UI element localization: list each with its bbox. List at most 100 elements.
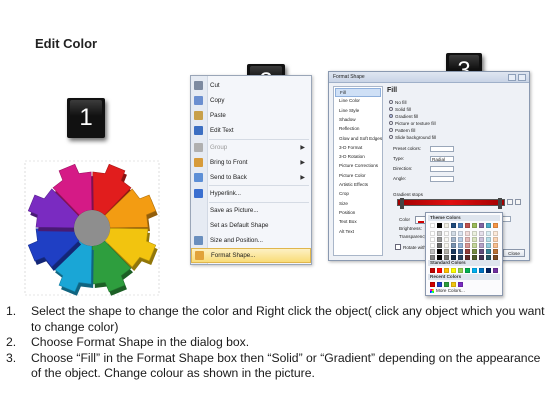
category-fill[interactable]: Fill: [335, 88, 381, 97]
category-text-box[interactable]: Text Box: [339, 219, 357, 225]
fill-option[interactable]: Slide background fill: [389, 134, 436, 140]
theme-color-swatch[interactable]: [465, 237, 470, 242]
standard-color-swatch[interactable]: [444, 268, 449, 273]
theme-color-swatch[interactable]: [458, 249, 463, 254]
theme-color-swatch[interactable]: [430, 231, 435, 236]
theme-color-swatch[interactable]: [493, 231, 498, 236]
theme-color-swatch[interactable]: [493, 249, 498, 254]
recent-color-swatch[interactable]: [430, 282, 435, 287]
theme-color-swatch[interactable]: [493, 243, 498, 248]
theme-color-swatch[interactable]: [472, 223, 477, 228]
theme-color-swatch[interactable]: [486, 243, 491, 248]
menu-item-edit-text[interactable]: Edit Text: [191, 123, 311, 138]
property-dropdown[interactable]: [430, 175, 454, 182]
theme-color-swatch[interactable]: [430, 255, 435, 260]
radio-button[interactable]: [389, 135, 393, 139]
standard-color-swatch[interactable]: [493, 268, 498, 273]
gear-graphic[interactable]: [22, 158, 162, 298]
theme-color-swatch[interactable]: [479, 237, 484, 242]
category-position[interactable]: Position: [339, 209, 356, 215]
theme-color-swatch[interactable]: [451, 237, 456, 242]
theme-color-swatch[interactable]: [430, 243, 435, 248]
remove-stop-button[interactable]: [515, 199, 521, 205]
property-dropdown[interactable]: Radial: [430, 155, 454, 162]
menu-item-bring-to-front[interactable]: Bring to Front▶: [191, 155, 311, 170]
theme-color-swatch[interactable]: [444, 243, 449, 248]
gradient-stop[interactable]: [400, 198, 404, 209]
theme-color-swatch[interactable]: [437, 231, 442, 236]
menu-item-set-as-default-shape[interactable]: Set as Default Shape: [191, 218, 311, 233]
theme-color-swatch[interactable]: [465, 231, 470, 236]
fill-option[interactable]: Picture or texture fill: [389, 120, 436, 126]
menu-item-size-and-position[interactable]: Size and Position...: [191, 233, 311, 248]
theme-color-swatch[interactable]: [458, 223, 463, 228]
theme-color-swatch[interactable]: [444, 237, 449, 242]
fill-option[interactable]: Gradient fill: [389, 113, 418, 119]
standard-color-swatch[interactable]: [479, 268, 484, 273]
standard-color-swatch[interactable]: [451, 268, 456, 273]
theme-color-swatch[interactable]: [444, 223, 449, 228]
add-stop-button[interactable]: [507, 199, 513, 205]
theme-color-swatch[interactable]: [451, 255, 456, 260]
theme-color-swatch[interactable]: [465, 223, 470, 228]
theme-color-swatch[interactable]: [479, 231, 484, 236]
theme-color-swatch[interactable]: [430, 223, 435, 228]
recent-color-swatch[interactable]: [437, 282, 442, 287]
theme-color-swatch[interactable]: [493, 223, 498, 228]
theme-color-swatch[interactable]: [479, 249, 484, 254]
theme-color-swatch[interactable]: [430, 249, 435, 254]
theme-color-swatch[interactable]: [465, 243, 470, 248]
theme-color-swatch[interactable]: [451, 231, 456, 236]
theme-color-swatch[interactable]: [486, 231, 491, 236]
theme-color-swatch[interactable]: [472, 249, 477, 254]
gear-shape[interactable]: [22, 158, 162, 298]
radio-button[interactable]: [389, 128, 393, 132]
menu-item-group[interactable]: Group▶: [191, 140, 311, 155]
theme-color-swatch[interactable]: [486, 237, 491, 242]
fill-option[interactable]: Pattern fill: [389, 127, 415, 133]
category-size[interactable]: Size: [339, 200, 348, 206]
category-crop[interactable]: Crop: [339, 191, 349, 197]
property-dropdown[interactable]: [430, 165, 454, 172]
menu-item-format-shape[interactable]: Format Shape...: [191, 247, 311, 263]
category-picture-color[interactable]: Picture Color: [339, 172, 366, 178]
theme-color-swatch[interactable]: [451, 223, 456, 228]
fill-option[interactable]: Solid fill: [389, 106, 411, 112]
category-artistic-effects[interactable]: Artistic Effects: [339, 182, 369, 187]
theme-color-swatch[interactable]: [472, 237, 477, 242]
theme-color-swatch[interactable]: [479, 223, 484, 228]
theme-color-swatch[interactable]: [458, 231, 463, 236]
menu-item-send-to-back[interactable]: Send to Back▶: [191, 170, 311, 185]
radio-button[interactable]: [389, 100, 393, 104]
theme-color-swatch[interactable]: [493, 255, 498, 260]
recent-color-swatch[interactable]: [444, 282, 449, 287]
theme-color-swatch[interactable]: [472, 255, 477, 260]
category-3-d-format[interactable]: 3-D Format: [339, 144, 363, 150]
standard-color-swatch[interactable]: [430, 268, 435, 273]
standard-color-swatch[interactable]: [458, 268, 463, 273]
gradient-stops-bar[interactable]: [397, 198, 505, 209]
theme-color-swatch[interactable]: [486, 223, 491, 228]
category-alt-text[interactable]: Alt Text: [339, 228, 354, 234]
standard-color-swatch[interactable]: [437, 268, 442, 273]
recent-color-swatch[interactable]: [451, 282, 456, 287]
theme-color-swatch[interactable]: [465, 249, 470, 254]
category-shadow[interactable]: Shadow: [339, 116, 356, 122]
theme-color-swatch[interactable]: [486, 249, 491, 254]
theme-color-swatch[interactable]: [451, 249, 456, 254]
theme-color-swatch[interactable]: [444, 249, 449, 254]
more-colors-link[interactable]: More Colors...: [430, 288, 465, 293]
category-3-d-rotation[interactable]: 3-D Rotation: [339, 154, 365, 160]
theme-color-swatch[interactable]: [444, 255, 449, 260]
category-picture-corrections[interactable]: Picture Corrections: [339, 163, 379, 169]
fill-option[interactable]: No fill: [389, 99, 407, 105]
theme-color-swatch[interactable]: [458, 243, 463, 248]
theme-color-swatch[interactable]: [451, 243, 456, 248]
recent-color-swatch[interactable]: [458, 282, 463, 287]
theme-color-swatch[interactable]: [437, 249, 442, 254]
standard-color-swatch[interactable]: [465, 268, 470, 273]
radio-button[interactable]: [389, 107, 393, 111]
radio-button[interactable]: [389, 121, 393, 125]
theme-color-swatch[interactable]: [437, 243, 442, 248]
theme-color-swatch[interactable]: [444, 231, 449, 236]
